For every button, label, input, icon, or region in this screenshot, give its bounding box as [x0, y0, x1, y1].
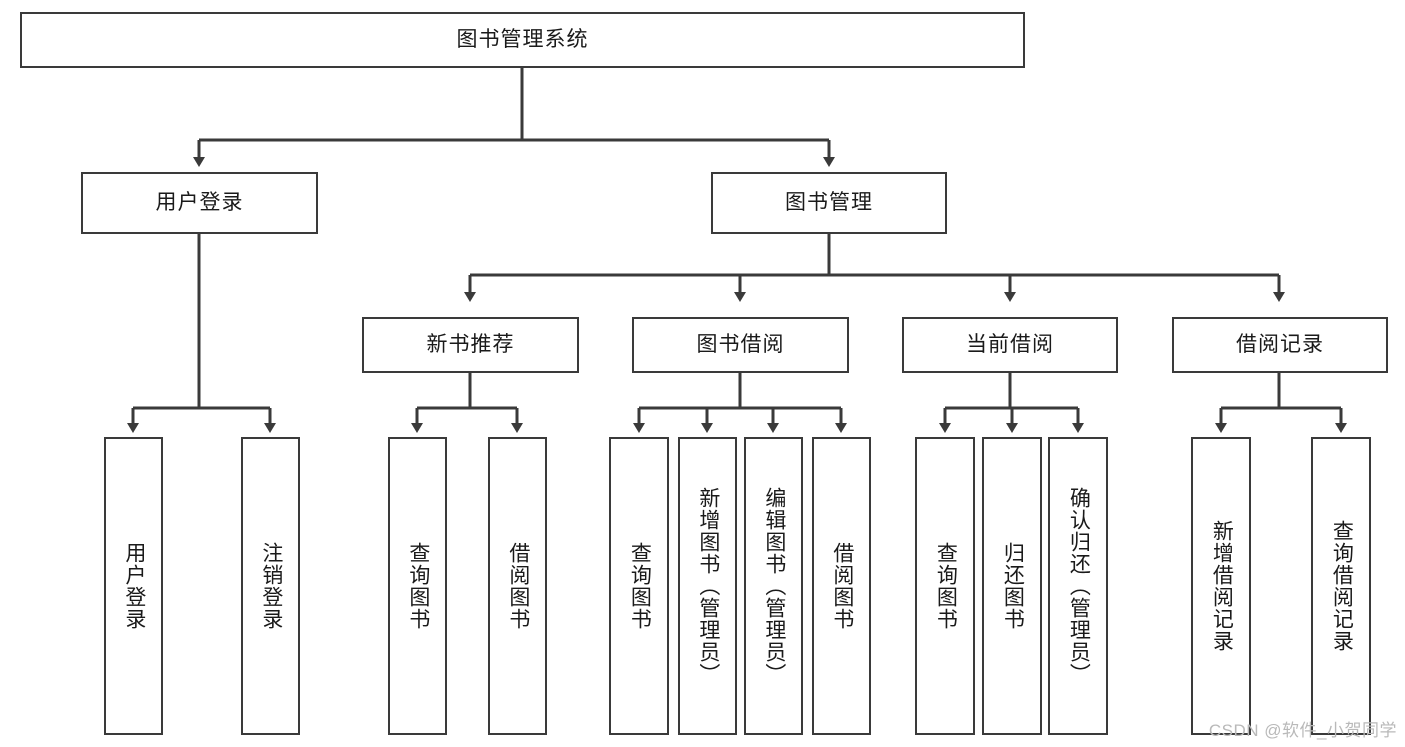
node-leaf-query-book-2-label: 查询图书: [628, 542, 652, 630]
node-leaf-add-book-admin-label: 新增图书（管理员）: [696, 487, 720, 685]
node-borrow-record[interactable]: 借阅记录: [1172, 317, 1388, 373]
node-leaf-logout-login-label: 注销登录: [259, 542, 283, 630]
node-book-manage[interactable]: 图书管理: [711, 172, 947, 234]
node-leaf-add-borrow-record-label: 新增借阅记录: [1210, 520, 1234, 652]
node-book-manage-label: 图书管理: [785, 191, 873, 215]
node-root[interactable]: 图书管理系统: [20, 12, 1025, 68]
node-leaf-edit-book-admin[interactable]: 编辑图书（管理员）: [744, 437, 803, 735]
node-book-borrow[interactable]: 图书借阅: [632, 317, 849, 373]
node-leaf-query-borrow-record[interactable]: 查询借阅记录: [1311, 437, 1371, 735]
node-leaf-confirm-return-admin-label: 确认归还（管理员）: [1067, 487, 1091, 685]
node-new-book-recommend-label: 新书推荐: [426, 333, 515, 357]
node-current-borrow[interactable]: 当前借阅: [902, 317, 1118, 373]
node-current-borrow-label: 当前借阅: [966, 333, 1054, 357]
node-root-label: 图书管理系统: [456, 28, 589, 52]
node-leaf-return-book[interactable]: 归还图书: [982, 437, 1042, 735]
node-user-login[interactable]: 用户登录: [81, 172, 318, 234]
node-leaf-query-book-3[interactable]: 查询图书: [915, 437, 975, 735]
node-leaf-query-book-3-label: 查询图书: [934, 542, 958, 630]
node-new-book-recommend[interactable]: 新书推荐: [362, 317, 579, 373]
node-leaf-borrow-book-2[interactable]: 借阅图书: [812, 437, 871, 735]
node-leaf-user-login-label: 用户登录: [122, 542, 146, 630]
node-book-borrow-label: 图书借阅: [696, 333, 785, 357]
node-leaf-borrow-book-1[interactable]: 借阅图书: [488, 437, 547, 735]
node-borrow-record-label: 借阅记录: [1236, 333, 1324, 357]
node-leaf-query-book-1-label: 查询图书: [406, 542, 430, 630]
node-leaf-user-login[interactable]: 用户登录: [104, 437, 163, 735]
watermark-text: CSDN @软件_小贺同学: [1208, 721, 1397, 740]
node-user-login-label: 用户登录: [155, 191, 244, 215]
node-leaf-borrow-book-2-label: 借阅图书: [830, 542, 854, 630]
node-leaf-logout-login[interactable]: 注销登录: [241, 437, 300, 735]
node-leaf-borrow-book-1-label: 借阅图书: [506, 542, 530, 630]
node-leaf-add-borrow-record[interactable]: 新增借阅记录: [1191, 437, 1251, 735]
node-leaf-add-book-admin[interactable]: 新增图书（管理员）: [678, 437, 737, 735]
node-leaf-query-borrow-record-label: 查询借阅记录: [1330, 520, 1354, 652]
node-leaf-query-book-2[interactable]: 查询图书: [609, 437, 669, 735]
node-leaf-edit-book-admin-label: 编辑图书（管理员）: [762, 487, 786, 685]
node-leaf-query-book-1[interactable]: 查询图书: [388, 437, 447, 735]
node-leaf-confirm-return-admin[interactable]: 确认归还（管理员）: [1048, 437, 1108, 735]
node-leaf-return-book-label: 归还图书: [1001, 542, 1025, 630]
